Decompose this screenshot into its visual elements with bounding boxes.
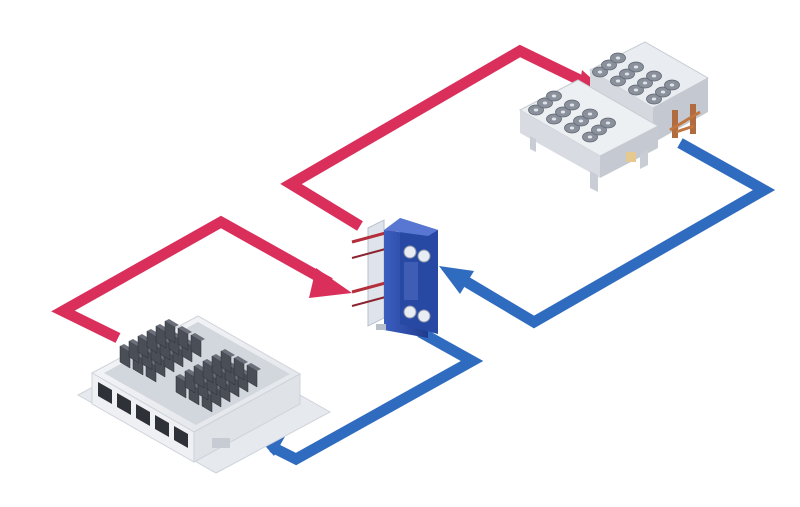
fan-hub-icon	[542, 101, 548, 105]
fan-hub-icon	[660, 90, 666, 94]
hot-flow-from-datacenter	[51, 215, 352, 343]
fan-hub-icon	[560, 110, 566, 114]
fan-hub-icon	[569, 103, 575, 107]
dry-cooler-icon	[518, 41, 710, 192]
fan-hub-icon	[615, 79, 621, 83]
fan-hub-icon	[606, 63, 612, 67]
cold-arrowhead-icon	[439, 266, 474, 294]
fan-hub-icon	[642, 81, 648, 85]
fan-hub-icon	[587, 112, 593, 116]
server-rack-top	[178, 326, 192, 334]
fan-hub-icon	[533, 108, 539, 112]
server-rack-top	[221, 349, 235, 357]
fan-hub-icon	[633, 88, 639, 92]
fan-hub-icon	[587, 135, 593, 139]
fan-hub-icon	[633, 65, 639, 69]
fan-hub-icon	[669, 83, 675, 87]
fan-hub-icon	[569, 126, 575, 130]
fan-hub-icon	[651, 97, 657, 101]
server-rack-top	[165, 319, 179, 327]
fan-hub-icon	[651, 74, 657, 78]
fan-hub-icon	[596, 128, 602, 132]
fan-hub-icon	[605, 121, 611, 125]
fan-hub-icon	[615, 56, 621, 60]
fan-hub-icon	[578, 119, 584, 123]
fan-hub-icon	[551, 94, 557, 98]
hot-arrowhead-icon	[309, 268, 352, 298]
fan-array	[528, 52, 680, 143]
server-rack-top	[234, 356, 248, 364]
server-rack-top	[191, 333, 205, 341]
server-racks	[119, 319, 261, 413]
fan-hub-icon	[624, 72, 630, 76]
data-center-icon	[76, 315, 332, 474]
plate-heat-exchanger-icon	[351, 218, 438, 338]
fan-hub-icon	[597, 70, 603, 74]
fan-hub-icon	[551, 117, 557, 121]
cold-flow-from-cooler	[439, 138, 776, 329]
server-rack-top	[247, 363, 261, 371]
